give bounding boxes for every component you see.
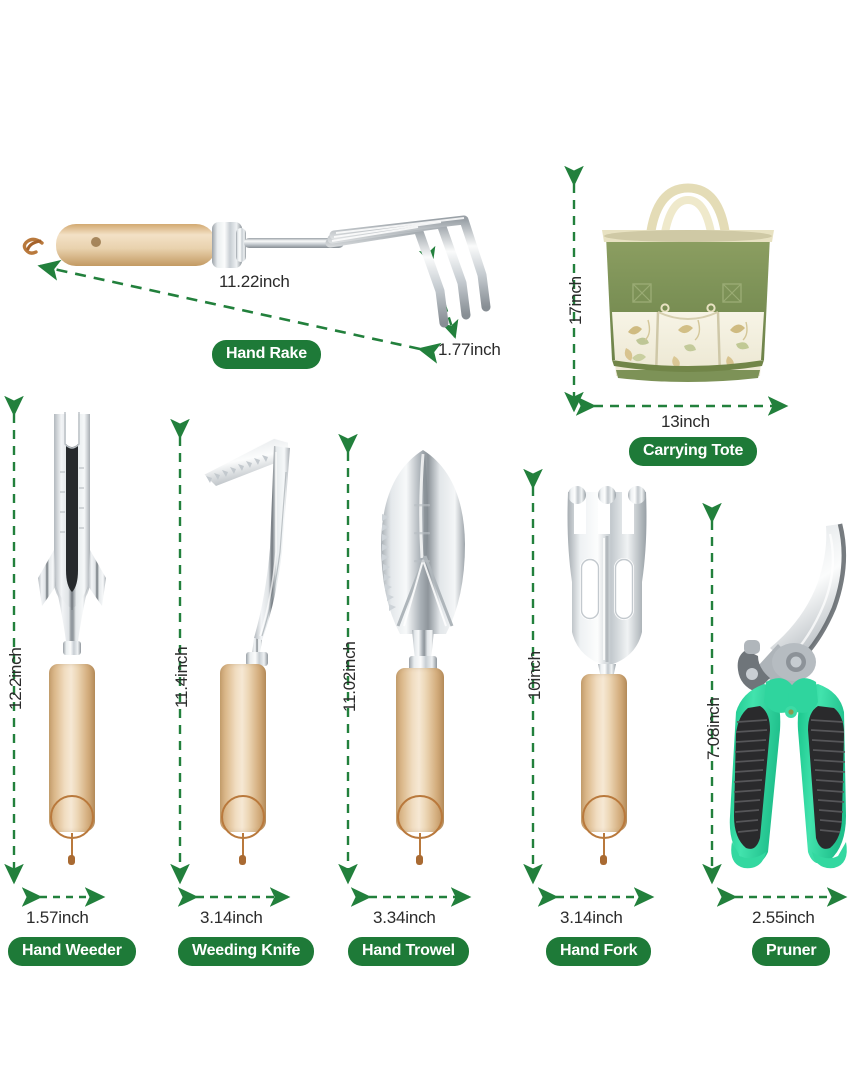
pruner-width-label: 2.55inch	[752, 908, 815, 927]
hand-weeder-cord	[71, 833, 74, 861]
hand-trowel-label: Hand Trowel	[348, 937, 469, 966]
rake-tine-label: 1.77inch	[438, 340, 501, 359]
carrying-tote-label: Carrying Tote	[629, 437, 758, 466]
fork-width-label: 3.14inch	[560, 908, 623, 927]
hand-weeder-icon	[32, 410, 112, 670]
pruner-icon	[722, 516, 852, 888]
hand-trowel-icon	[368, 448, 478, 678]
knife-width-label: 3.14inch	[200, 908, 263, 927]
hand-rake-label: Hand Rake	[212, 340, 321, 369]
weeding-knife-label: Weeding Knife	[178, 937, 315, 966]
tote-height-label: 17inch	[566, 276, 585, 325]
hand-rake-icon	[0, 195, 510, 355]
hand-fork-knot	[600, 855, 607, 865]
hand-fork-icon	[552, 482, 662, 688]
weeding-knife-icon	[196, 432, 306, 672]
pruner-height-label: 7.08inch	[704, 697, 723, 760]
knife-height-label: 11.4inch	[172, 646, 191, 708]
pruner-label: Pruner	[752, 937, 831, 966]
carrying-tote-icon	[588, 180, 788, 395]
tote-width-label: 13inch	[661, 412, 710, 431]
weeder-height-label: 12.2inch	[6, 647, 25, 710]
hand-fork-cord	[603, 833, 606, 861]
trowel-width-label: 3.34inch	[373, 908, 436, 927]
rake-length-label: 11.22inch	[219, 272, 290, 291]
weeding-knife-cord	[242, 833, 245, 861]
hand-trowel-cord	[419, 833, 422, 861]
hand-trowel-knot	[416, 855, 423, 865]
trowel-height-label: 11.02inch	[340, 641, 359, 712]
weeder-width-label: 1.57inch	[26, 908, 89, 927]
fork-height-label: 10inch	[525, 651, 544, 700]
weeding-knife-knot	[239, 855, 246, 865]
hand-weeder-knot	[68, 855, 75, 865]
hand-fork-label: Hand Fork	[546, 937, 652, 966]
hand-weeder-label: Hand Weeder	[8, 937, 136, 966]
